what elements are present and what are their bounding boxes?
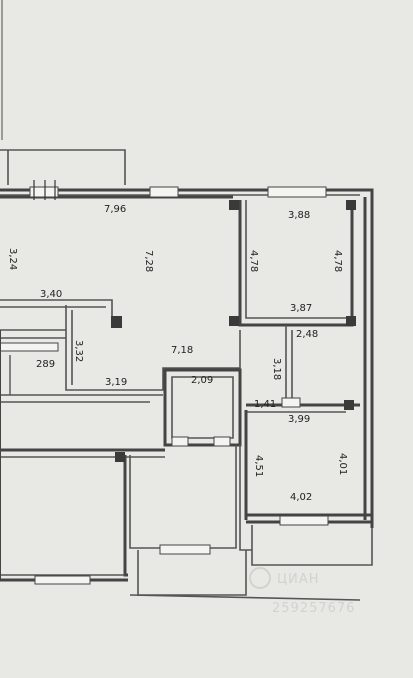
dim-4-78-left: 4,78 [248,250,259,272]
watermark-number: 259257676 [272,601,355,616]
dim-7-28: 7,28 [143,250,154,272]
dim-3-87: 3,87 [290,303,312,314]
dim-4-78-right: 4,78 [332,250,343,272]
central-partitions [0,299,241,403]
balcony-bottom [129,525,373,601]
dim-3-24: 3,24 [7,248,18,270]
balcony-top [0,0,126,185]
dim-3-40: 3,40 [40,289,62,300]
dim-2-48: 2,48 [296,329,318,340]
room-right-middle [246,325,360,413]
dim-3-99: 3,99 [288,414,310,425]
left-edge [0,330,11,580]
dim-3-18: 3,18 [271,358,282,380]
watermark: ЦИАН 259257676 [249,567,355,616]
watermark-brand: ЦИАН [277,572,320,587]
dim-3-32: 3,32 [73,340,84,362]
dim-2-09: 2,09 [191,375,213,386]
dim-3-88: 3,88 [288,210,310,221]
dimension-labels: 7,96 3,24 7,28 3,88 4,78 4,78 3,87 3,40 … [7,204,348,503]
dim-7-96: 7,96 [104,204,126,215]
dim-3-19: 3,19 [105,377,127,388]
bottom-rooms [0,410,329,585]
dim-2-89: 289 [36,359,55,370]
dim-1-41: 1,41 [254,399,276,410]
room-top-right [229,200,356,327]
dim-4-02: 4,02 [290,492,312,503]
dim-4-01: 4,01 [337,453,348,475]
dim-4-51: 4,51 [253,455,264,477]
top-windows [29,180,327,200]
dim-7-18: 7,18 [171,345,193,356]
